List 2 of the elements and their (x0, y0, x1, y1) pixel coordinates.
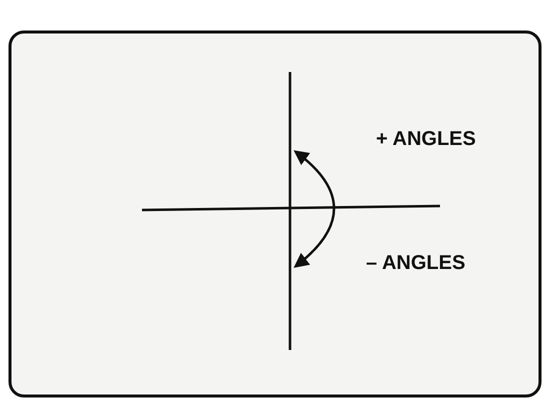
angle-label: – ANGLES (366, 252, 466, 275)
angle-label: + ANGLES (376, 128, 476, 151)
